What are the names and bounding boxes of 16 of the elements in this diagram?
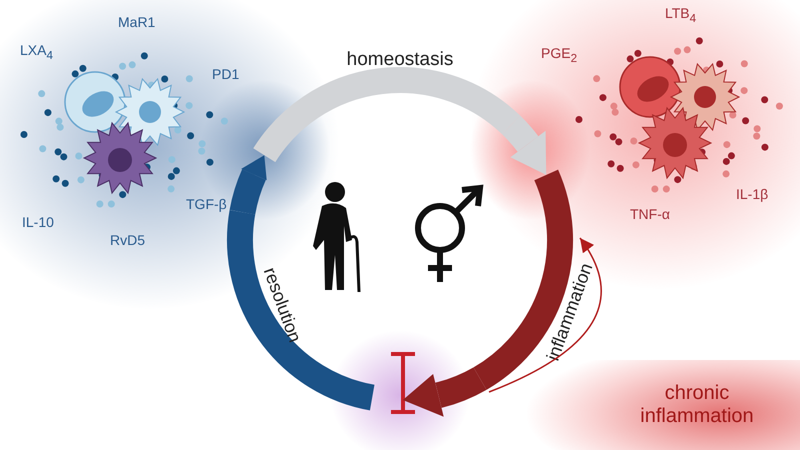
mediator-label: TNF-α <box>630 206 670 222</box>
stage-label: homeostasis <box>346 49 454 71</box>
arrow <box>402 367 486 417</box>
arrow <box>502 116 546 175</box>
area-label: chronic inflammation <box>639 382 755 428</box>
mediator-label: IL-1β <box>736 186 768 202</box>
mediator-label: PD1 <box>212 66 240 82</box>
mediator-label: IL-10 <box>22 214 54 230</box>
mediator-label: PGE$_{2}$ <box>541 45 578 65</box>
mediator-label: MaR1 <box>118 14 156 30</box>
mediator-label: TGF-β <box>186 196 227 212</box>
arrow <box>230 155 267 215</box>
mediator-label: LXA$_{4}$ <box>20 42 53 62</box>
mediator-label: RvD5 <box>110 232 146 248</box>
mediator-label: LTB$_{4}$ <box>665 5 696 25</box>
arrow <box>488 238 602 393</box>
